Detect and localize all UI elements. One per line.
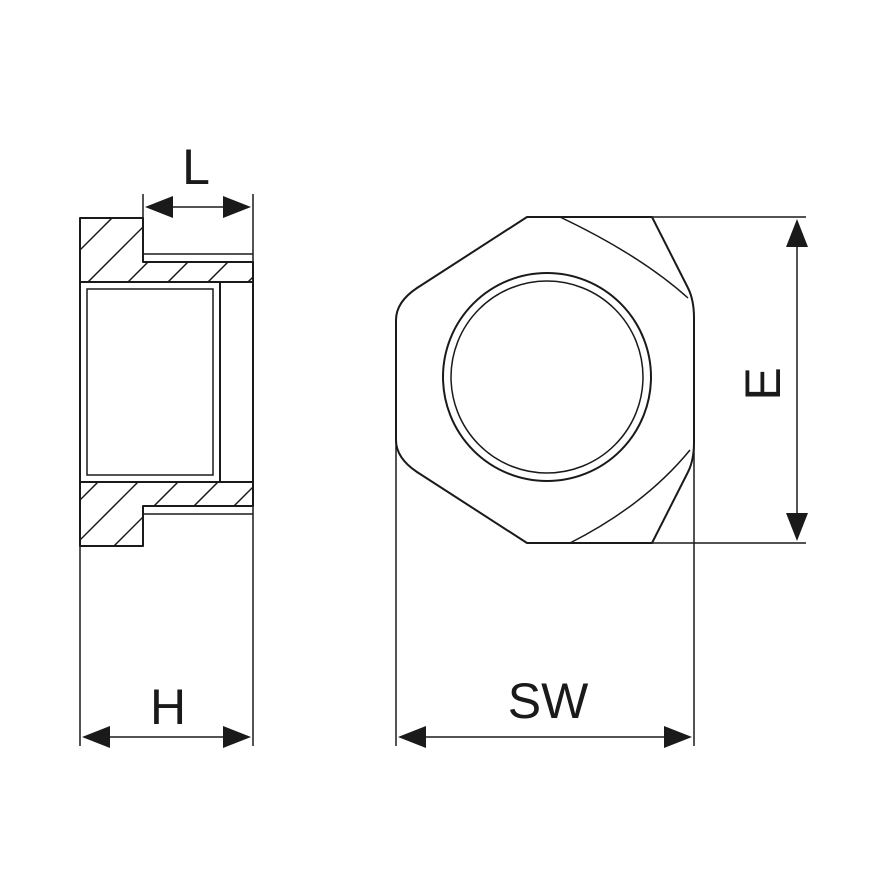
label-e: E [735,367,791,400]
arrow-left-icon [82,726,110,748]
arrow-right-icon [664,726,692,748]
hatching-bottom [80,482,253,546]
bore-inner [86,288,214,476]
section-outline [79,217,254,283]
hatching-top [80,218,253,282]
arrow-left-icon [145,196,173,218]
chamfer-bottom [569,449,691,544]
label-sw: SW [508,673,589,729]
arrow-left-icon [398,726,426,748]
bore-circle-inner [450,280,644,474]
arrow-right-icon [223,196,251,218]
dimension-l: L [142,139,254,262]
label-h: H [150,679,186,735]
arrow-down-icon [786,513,808,541]
side-section-view [79,217,254,547]
label-l: L [182,139,210,195]
dimension-e: E [652,216,808,544]
chamfer-top [559,216,689,299]
bore-circle-outer [442,272,652,482]
arrow-right-icon [223,726,251,748]
hexagon-outline [395,216,695,544]
dimension-sw: SW [395,440,695,748]
bore-outer [79,281,221,483]
dimension-h: H [79,482,254,748]
hex-front-view [395,216,695,544]
arrow-up-icon [786,219,808,247]
